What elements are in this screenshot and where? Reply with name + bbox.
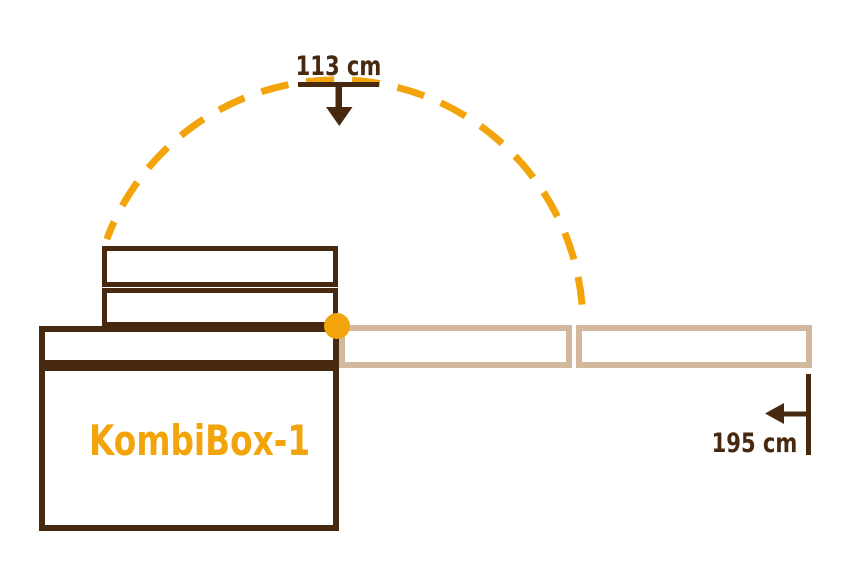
height-underline: [298, 82, 379, 87]
left-arrow-icon: [765, 403, 784, 424]
down-arrow-shaft: [335, 85, 342, 108]
pivot-point: [324, 313, 350, 339]
extension-length-label: 195 cm: [711, 428, 798, 459]
left-arrow-shaft: [781, 411, 808, 417]
swing-height-label: 113 cm: [295, 51, 382, 82]
extension-bar-segment-2: [576, 325, 812, 368]
top-box: [102, 246, 338, 287]
main-box-divider-band: [39, 360, 339, 371]
extension-bar-segment-1: [339, 325, 572, 368]
length-end-tick: [806, 374, 811, 455]
product-name-label: KombiBox-1: [89, 416, 311, 465]
middle-box: [102, 288, 338, 327]
down-arrow-icon: [326, 107, 353, 126]
